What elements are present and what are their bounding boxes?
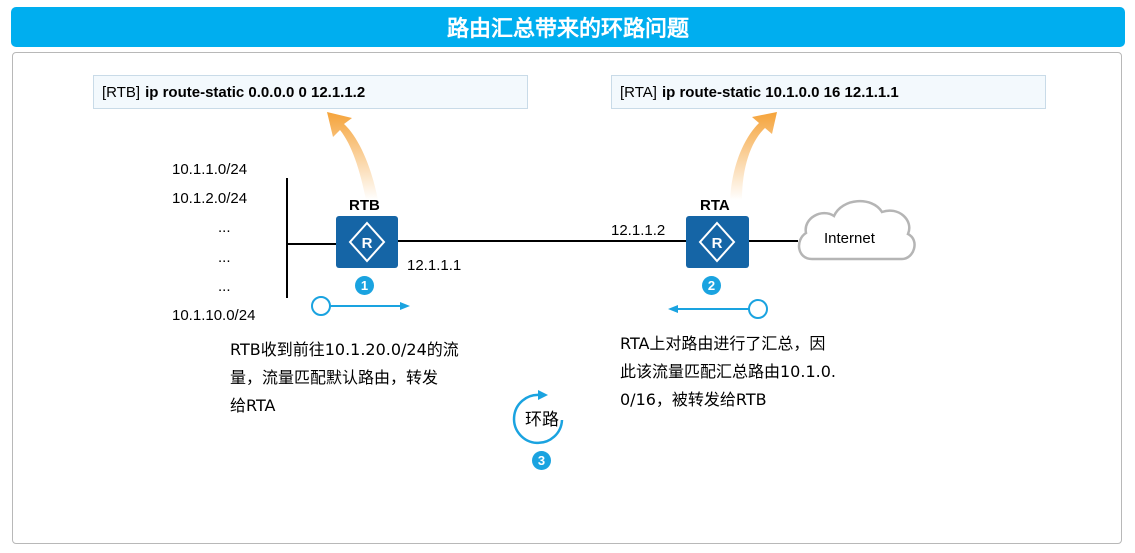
rta-description: RTA上对路由进行了汇总，因 此该流量匹配汇总路由10.1.0. 0/16，被转…	[620, 330, 836, 414]
internet-label: Internet	[824, 230, 875, 247]
rtb-command-arrow	[327, 112, 378, 200]
network-label: ...	[218, 219, 231, 236]
loop-arrow-icon	[512, 393, 564, 445]
rtb-label: RTB	[349, 197, 380, 214]
rta-command-text: ip route-static 10.1.0.0 16 12.1.1.1	[661, 83, 899, 101]
rta-description-line: RTA上对路由进行了汇总，因	[620, 334, 826, 353]
rta-description-line: 此该流量匹配汇总路由10.1.0.	[620, 362, 836, 381]
loop-arrowhead	[538, 390, 548, 400]
rta-command-arrow	[730, 112, 777, 200]
step-badge-1: 1	[355, 276, 374, 295]
rta-command-box: [RTA] ip route-static 10.1.0.0 16 12.1.1…	[611, 75, 1046, 109]
rtb-description-line: 量，流量匹配默认路由，转发	[230, 368, 439, 387]
traffic-arrowhead-rtb	[400, 302, 410, 310]
rta-command-prompt: [RTA]	[620, 83, 657, 101]
rta-description-line: 0/16，被转发给RTB	[620, 390, 767, 409]
rtb-command-text: ip route-static 0.0.0.0 0 12.1.1.2	[145, 83, 366, 101]
network-label: 10.1.10.0/24	[172, 307, 256, 324]
rtb-command-box: [RTB] ip route-static 0.0.0.0 0 12.1.1.2	[93, 75, 528, 109]
cloud-icon	[797, 199, 916, 261]
traffic-start-rtb	[311, 296, 331, 316]
diagram-frame	[12, 52, 1122, 544]
rtb-command-prompt: [RTB]	[102, 83, 141, 101]
rtb-description: RTB收到前往10.1.20.0/24的流 量，流量匹配默认路由，转发 给RTA	[230, 336, 459, 420]
page-title: 路由汇总带来的环路问题	[11, 7, 1125, 47]
router-icon[interactable]: R	[686, 216, 749, 268]
rta-label: RTA	[700, 197, 730, 214]
network-label: 10.1.2.0/24	[172, 190, 248, 207]
rtb-description-line: RTB收到前往10.1.20.0/24的流	[230, 340, 459, 359]
rta-ip-label: 12.1.1.2	[611, 222, 666, 239]
network-label: ...	[218, 278, 231, 295]
traffic-start-rta	[748, 299, 768, 319]
network-label: 10.1.1.0/24	[172, 161, 248, 178]
network-label: ...	[218, 249, 231, 266]
rtb-ip-label: 12.1.1.1	[407, 257, 462, 274]
step-badge-3: 3	[532, 451, 551, 470]
svg-text:R: R	[362, 235, 373, 252]
traffic-arrowhead-rta	[668, 305, 678, 313]
rtb-description-line: 给RTA	[230, 396, 276, 415]
router-icon[interactable]: R	[336, 216, 398, 268]
loop-label: 环路	[525, 410, 559, 430]
svg-text:R: R	[712, 235, 723, 252]
step-badge-2: 2	[702, 276, 721, 295]
